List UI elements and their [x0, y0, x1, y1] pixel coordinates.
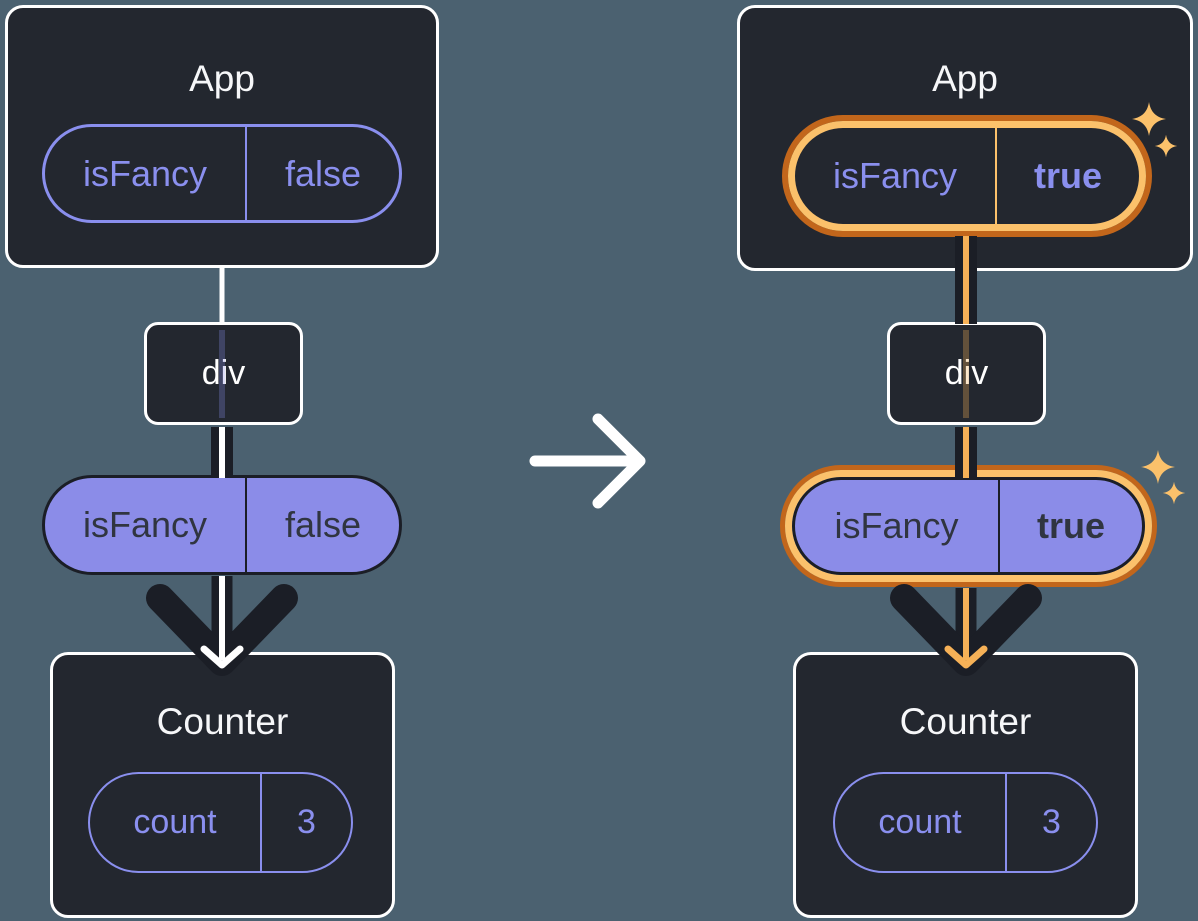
counter-title: Counter — [156, 701, 289, 742]
div-label: div — [201, 354, 246, 392]
app-state-pill-after: isFancy true — [788, 121, 1146, 231]
prop-name: isFancy — [82, 504, 208, 545]
app-state-pill-before: isFancy false — [42, 124, 402, 223]
prop-value-cell: true — [1000, 480, 1142, 572]
state-value: true — [1033, 155, 1102, 196]
state-name: count — [878, 803, 962, 841]
state-name: count — [133, 803, 217, 841]
div-node-after: div — [887, 322, 1046, 425]
div-label: div — [944, 354, 989, 392]
passed-prop-pill-before: isFancy false — [42, 475, 402, 575]
div-node-before: div — [144, 322, 303, 425]
passed-prop-pill-after: isFancy true — [792, 477, 1145, 575]
app-state-pill-after-highlight: isFancy true — [782, 115, 1152, 237]
state-value: false — [284, 152, 362, 194]
state-name: isFancy — [832, 155, 958, 196]
state-name-cell: count — [90, 774, 262, 871]
prop-value-cell: false — [247, 478, 399, 572]
counter-state-pill-after: count 3 — [833, 772, 1098, 873]
arrow-right-head — [592, 413, 646, 509]
counter-title: Counter — [899, 701, 1032, 742]
prop-name-cell: isFancy — [795, 480, 1000, 572]
state-value-cell: true — [997, 128, 1139, 224]
prop-name-cell: isFancy — [45, 478, 247, 572]
state-value-cell: 3 — [262, 774, 351, 871]
app-title: App — [932, 58, 998, 99]
state-value: 3 — [1042, 803, 1061, 841]
prop-value: true — [1036, 505, 1105, 546]
app-title: App — [189, 58, 255, 99]
state-name-cell: count — [835, 774, 1007, 871]
state-name: isFancy — [82, 152, 208, 194]
passed-prop-pill-after-highlight: isFancy true — [780, 465, 1157, 587]
state-value-cell: 3 — [1007, 774, 1096, 871]
counter-state-pill-before: count 3 — [88, 772, 353, 873]
state-value-cell: false — [247, 127, 399, 220]
prop-name: isFancy — [834, 505, 959, 546]
arrow-right-icon — [529, 413, 646, 509]
state-value: 3 — [297, 803, 316, 841]
sparkle-small-icon — [1162, 481, 1186, 505]
state-name-cell: isFancy — [45, 127, 247, 220]
sparkle-large-icon — [1141, 450, 1175, 484]
prop-value: false — [284, 504, 362, 545]
ring-inner: isFancy true — [785, 470, 1152, 582]
state-name-cell: isFancy — [795, 128, 997, 224]
